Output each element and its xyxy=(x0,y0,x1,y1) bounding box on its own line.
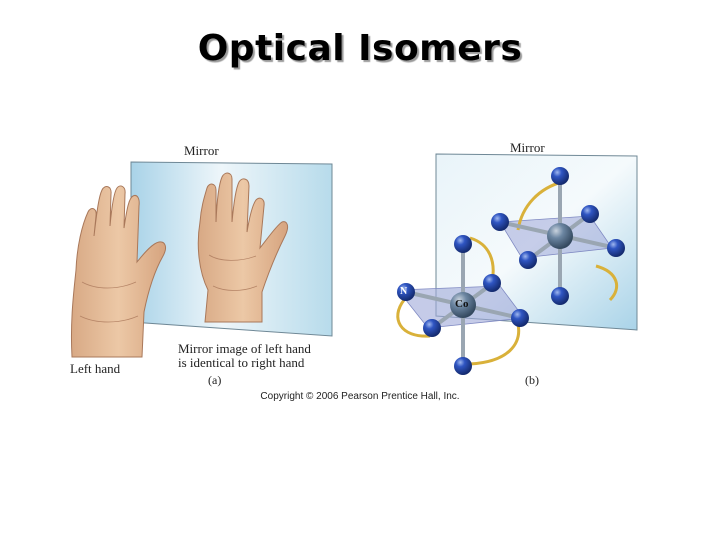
atom-co-label: Co xyxy=(455,298,469,310)
slide-title: Optical Isomers xyxy=(197,28,523,69)
panel-label-b: (b) xyxy=(525,373,539,387)
left-hand xyxy=(70,185,167,358)
left-hand-label: Left hand xyxy=(70,361,121,376)
right-hand-reflection xyxy=(197,172,289,323)
co-complex xyxy=(396,235,529,375)
mirror-caption-line1: Mirror image of left hand xyxy=(178,341,311,356)
mirror-label-a: Mirror xyxy=(184,143,219,158)
reflected-co-complex xyxy=(491,167,625,305)
atom-n-label: N xyxy=(400,286,408,297)
panel-label-a: (a) xyxy=(208,373,222,387)
mirror-label-b: Mirror xyxy=(510,140,545,155)
mirror-caption-line2: is identical to right hand xyxy=(178,355,305,370)
copyright-notice: Copyright © 2006 Pearson Prentice Hall, … xyxy=(260,391,460,402)
